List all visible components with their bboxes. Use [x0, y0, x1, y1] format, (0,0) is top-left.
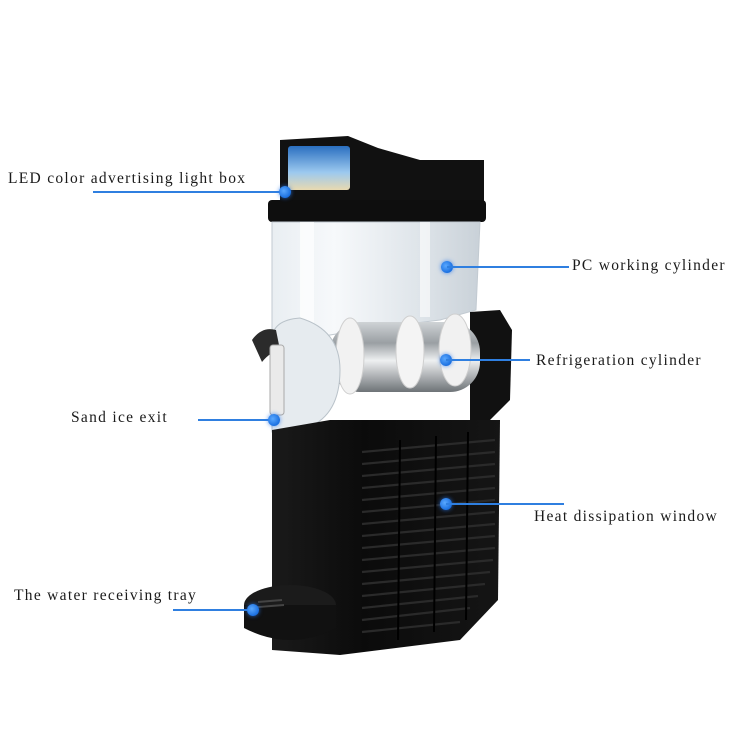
leader-line-heat: [446, 503, 564, 505]
callout-label-refrigeration-cylinder: Refrigeration cylinder: [536, 352, 702, 369]
callout-label-pc-working-cylinder: PC working cylinder: [572, 257, 726, 274]
callout-label-led-light-box: LED color advertising light box: [8, 170, 247, 187]
heat-dissipation-grille: [361, 438, 496, 634]
callout-dot-led: [279, 186, 291, 198]
callout-label-sand-ice-exit: Sand ice exit: [71, 409, 168, 426]
callout-dot-exit: [268, 414, 280, 426]
callout-label-water-receiving-tray: The water receiving tray: [14, 587, 198, 604]
callout-label-heat-dissipation-window: Heat dissipation window: [534, 508, 719, 525]
leader-line-refrigeration: [446, 359, 530, 361]
leader-line-exit: [198, 419, 274, 421]
callout-dot-tray: [247, 604, 259, 616]
leader-line-pc: [447, 266, 569, 268]
led-light-box: [288, 146, 350, 190]
leader-line-tray: [173, 609, 253, 611]
leader-line-led: [93, 191, 286, 193]
